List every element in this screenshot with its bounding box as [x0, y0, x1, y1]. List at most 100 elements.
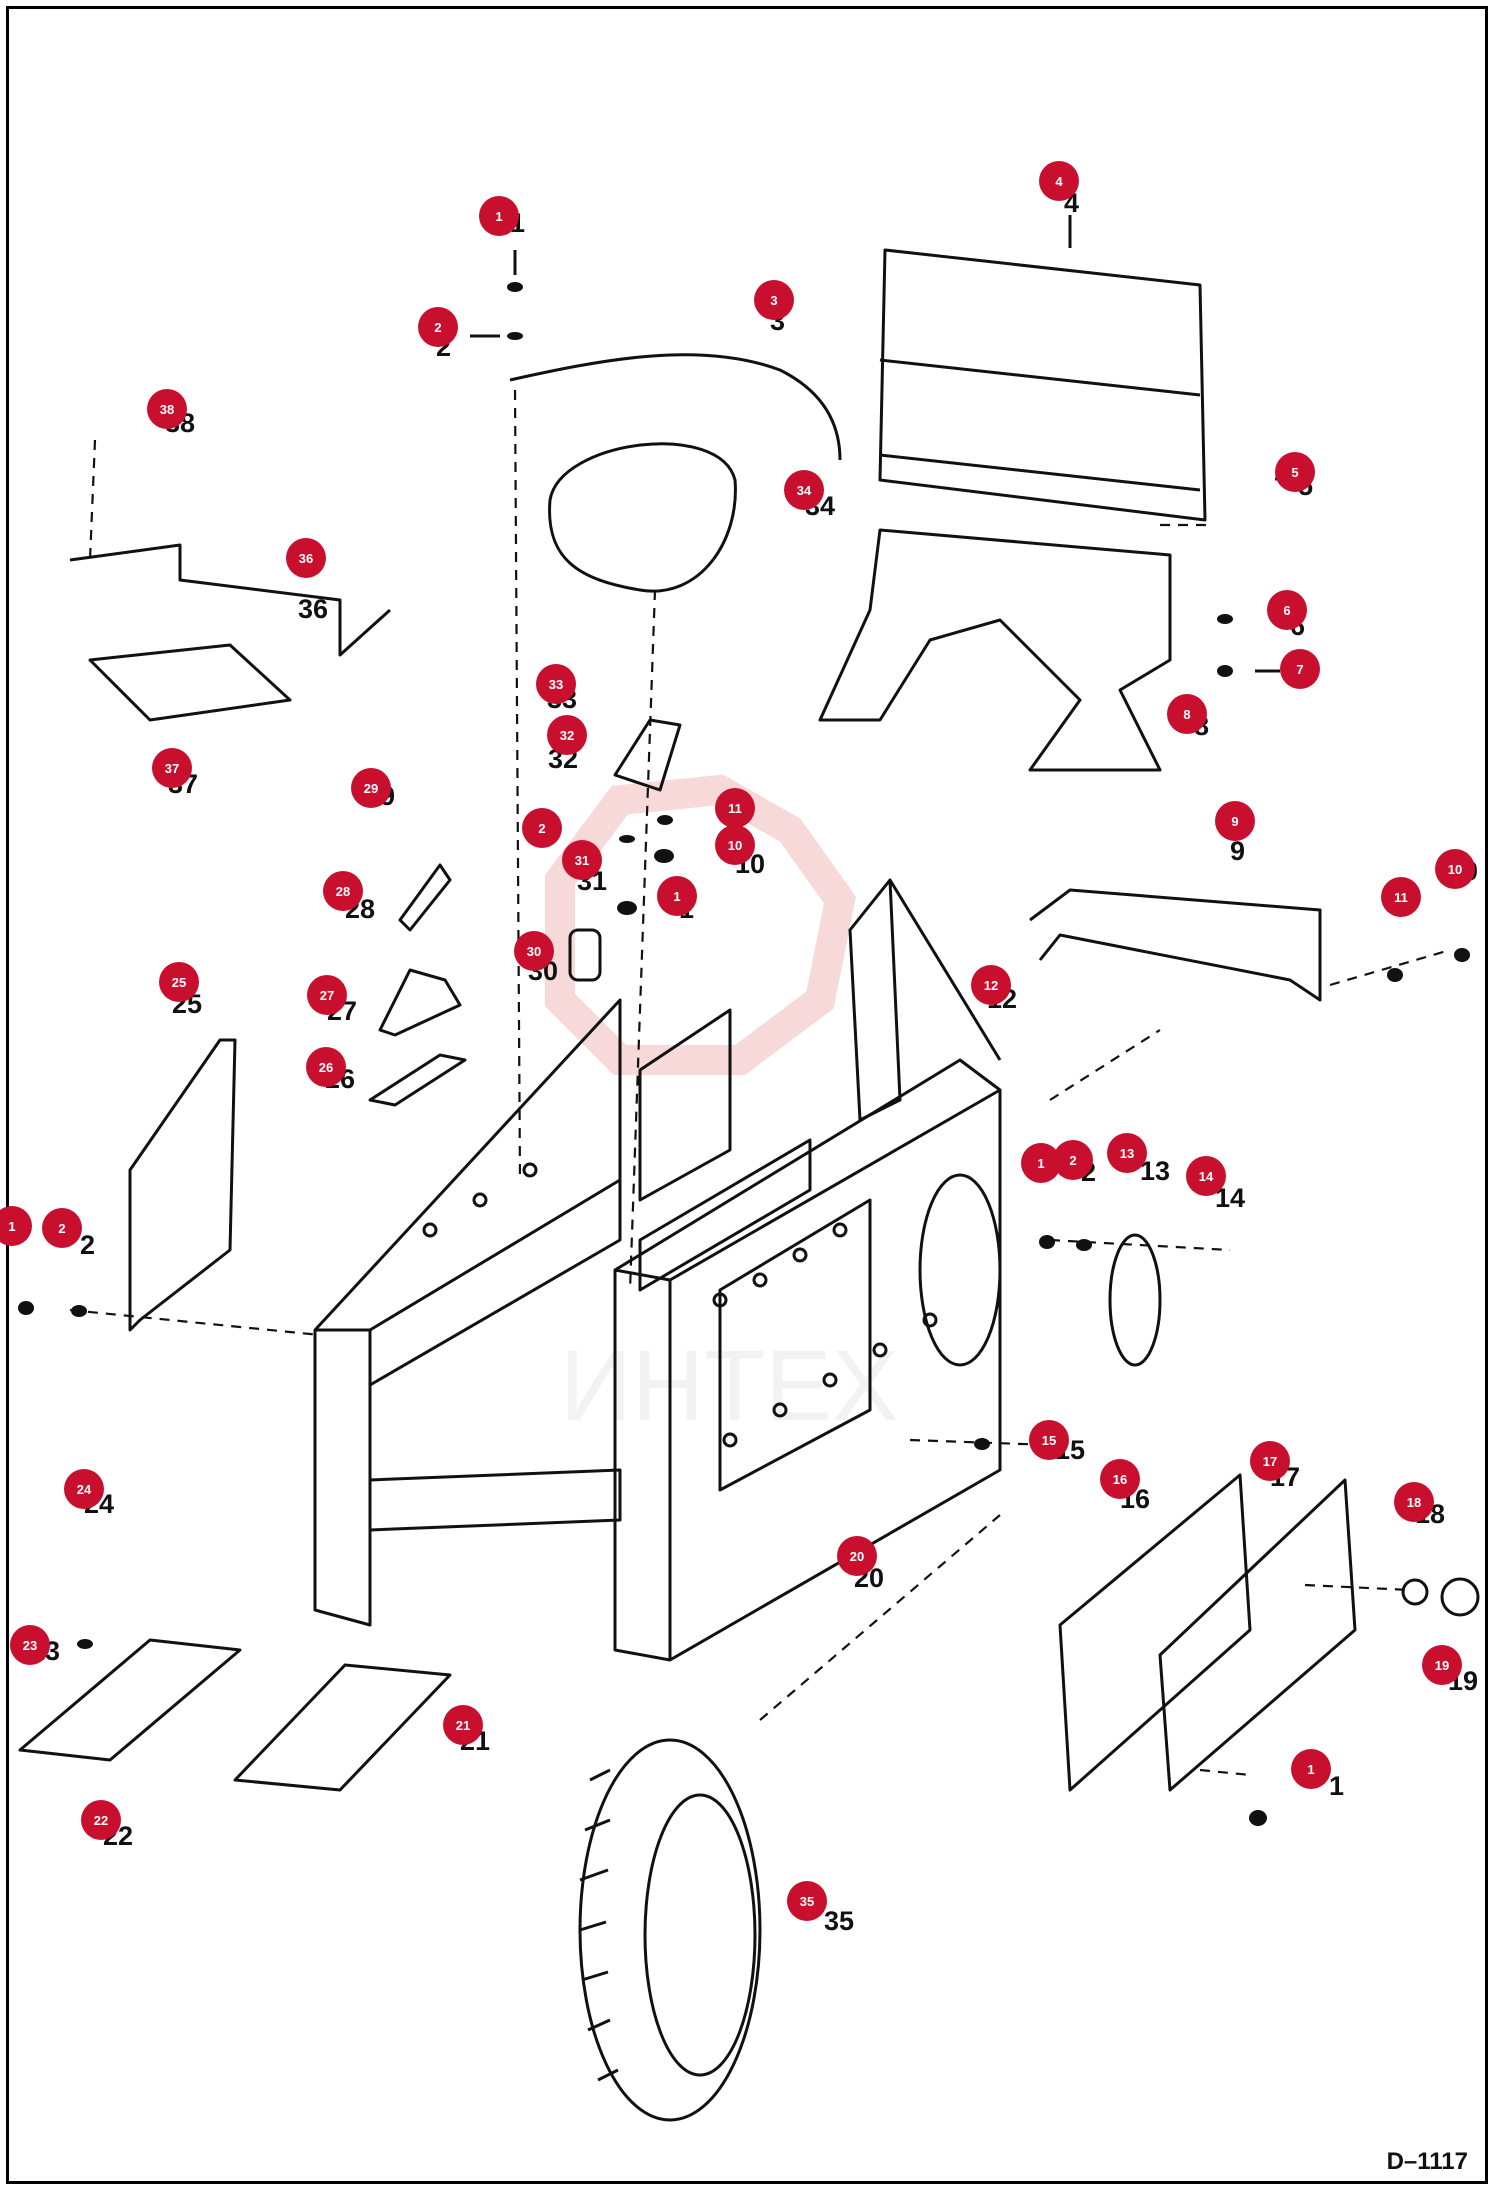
callout-marker[interactable]: 18 [1394, 1482, 1434, 1522]
callout-number: 29 [364, 781, 378, 796]
callout-number: 19 [1435, 1658, 1449, 1673]
callout-marker[interactable]: 26 [306, 1047, 346, 1087]
callout-circle [1021, 1143, 1061, 1183]
callout-number: 1 [673, 889, 680, 904]
callout-number: 24 [77, 1482, 92, 1497]
callout-marker[interactable]: 32 [547, 715, 587, 755]
callout-number: 7 [1296, 662, 1303, 677]
callout-marker[interactable]: 38 [147, 389, 187, 429]
callout-marker[interactable]: 29 [351, 768, 391, 808]
callout-marker[interactable]: 11 [1381, 877, 1421, 917]
callout-number: 1 [1307, 1762, 1314, 1777]
callout-marker[interactable]: 3 [754, 280, 794, 320]
callout-marker[interactable]: 2 [42, 1208, 82, 1248]
callout-circle [307, 975, 347, 1015]
callout-marker[interactable]: 2 [1053, 1140, 1093, 1180]
callout-circle [147, 389, 187, 429]
leader-label: 35 [824, 1906, 854, 1936]
callout-marker[interactable]: 16 [1100, 1459, 1140, 1499]
callout-number: 36 [299, 551, 313, 566]
callout-number: 22 [94, 1813, 108, 1828]
callout-marker[interactable]: 22 [81, 1800, 121, 1840]
cover-plate [1158, 1478, 1357, 1792]
callout-number: 37 [165, 761, 179, 776]
callout-marker[interactable]: 13 [1107, 1133, 1147, 1173]
callout-circle [1394, 1482, 1434, 1522]
callout-marker[interactable]: 2 [522, 808, 562, 848]
callout-circle [159, 962, 199, 1002]
callout-marker[interactable]: 31 [562, 840, 602, 880]
callout-marker[interactable]: 9 [1215, 801, 1255, 841]
callout-number: 21 [456, 1718, 470, 1733]
callout-circle [1250, 1441, 1290, 1481]
callout-marker[interactable]: 12 [971, 965, 1011, 1005]
callout-marker[interactable]: 21 [443, 1705, 483, 1745]
callout-marker[interactable]: 34 [784, 470, 824, 510]
plate-37 [88, 643, 292, 722]
leader-label: 1 [1329, 1771, 1344, 1801]
callout-number: 2 [58, 1221, 65, 1236]
callout-marker[interactable]: 5 [1275, 452, 1315, 492]
callout-marker[interactable]: 1 [0, 1206, 32, 1246]
callout-marker[interactable]: 25 [159, 962, 199, 1002]
callout-marker[interactable]: 1 [657, 876, 697, 916]
callout-marker[interactable]: 20 [837, 1536, 877, 1576]
gasket [1058, 1473, 1252, 1792]
callout-marker[interactable]: 19 [1422, 1645, 1462, 1685]
callout-marker[interactable]: 2 [418, 307, 458, 347]
callout-marker[interactable]: 28 [323, 871, 363, 911]
callout-marker[interactable]: 35 [787, 1881, 827, 1921]
part-19 [1440, 1577, 1480, 1617]
callout-circle [1039, 161, 1079, 201]
callout-circle [715, 825, 755, 865]
leader-label: 2 [80, 1230, 95, 1260]
leader-label: 9 [1230, 836, 1245, 866]
callout-circle [971, 965, 1011, 1005]
callout-marker[interactable]: 33 [536, 664, 576, 704]
gasket-13 [1108, 1233, 1162, 1367]
callout-marker[interactable]: 4 [1039, 161, 1079, 201]
callout-marker[interactable]: 14 [1186, 1156, 1226, 1196]
main-frame [313, 878, 1002, 1662]
callout-marker[interactable]: 36 [286, 538, 326, 578]
callout-marker[interactable]: 1 [1291, 1749, 1331, 1789]
callout-marker[interactable]: 6 [1267, 590, 1307, 630]
callout-marker[interactable]: 7 [1280, 649, 1320, 689]
callout-marker[interactable]: 15 [1029, 1420, 1069, 1460]
callout-circle [547, 715, 587, 755]
rear-bracket [1029, 888, 1322, 1002]
plate-21 [233, 1663, 452, 1792]
callout-circle [306, 1047, 346, 1087]
callout-marker[interactable]: 37 [152, 748, 192, 788]
callout-number: 16 [1113, 1472, 1127, 1487]
callout-marker[interactable]: 11 [715, 788, 755, 828]
callout-marker[interactable]: 10 [1435, 849, 1475, 889]
callout-marker[interactable]: 8 [1167, 694, 1207, 734]
part-30 [568, 928, 602, 982]
callout-marker[interactable]: 30 [514, 931, 554, 971]
callout-marker[interactable]: 1 [479, 196, 519, 236]
callout-circle [1267, 590, 1307, 630]
callout-number: 38 [160, 402, 174, 417]
callout-number: 8 [1183, 707, 1190, 722]
assembly-leaders [69, 389, 1451, 1777]
callout-number: 2 [538, 821, 545, 836]
callout-circle [1435, 849, 1475, 889]
callout-marker[interactable]: 27 [307, 975, 347, 1015]
callout-circle [42, 1208, 82, 1248]
callout-circle [1167, 694, 1207, 734]
callout-circle [1053, 1140, 1093, 1180]
callout-marker[interactable]: 10 [715, 825, 755, 865]
callout-marker[interactable]: 23 [10, 1625, 50, 1665]
callout-marker[interactable]: 17 [1250, 1441, 1290, 1481]
part-32 [613, 718, 682, 792]
callout-circle [1100, 1459, 1140, 1499]
callout-circle [418, 307, 458, 347]
callout-circle [81, 1800, 121, 1840]
callout-circle [1029, 1420, 1069, 1460]
callout-marker[interactable]: 1 [1021, 1143, 1061, 1183]
callout-number: 1 [8, 1219, 15, 1234]
callout-number: 10 [728, 838, 742, 853]
callout-marker[interactable]: 24 [64, 1469, 104, 1509]
